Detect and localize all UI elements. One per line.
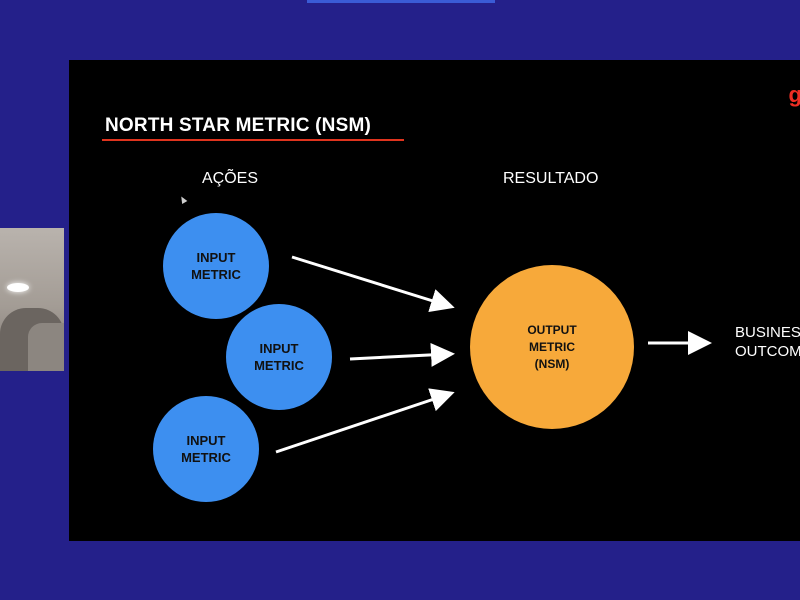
column-label-acoes: AÇÕES: [202, 170, 259, 187]
input-metric-label: INPUT METRIC: [254, 341, 304, 373]
arrow-input-3-to-output: [275, 388, 455, 454]
column-label-resultado: RESULTADO: [503, 170, 599, 187]
top-toolbar-strip: [307, 0, 495, 3]
input-metric-circle: INPUT METRIC: [226, 304, 332, 410]
input-metric-circle: INPUT METRIC: [153, 396, 259, 502]
output-metric-circle: OUTPUT METRIC (NSM): [470, 265, 634, 429]
webcam-shoulder: [28, 323, 64, 371]
title-underline: [102, 139, 404, 141]
business-outcome-label: BUSINES OUTCOM: [735, 324, 800, 360]
input-metric-label: INPUT METRIC: [181, 433, 231, 465]
output-metric-label: OUTPUT METRIC (NSM): [527, 322, 577, 371]
brand-logo: g: [788, 82, 800, 107]
arrows-layer: [275, 255, 712, 454]
input-metric-label: INPUT METRIC: [191, 250, 241, 282]
input-metric-circle: INPUT METRIC: [163, 213, 269, 319]
arrow-input-2-to-output: [349, 342, 455, 367]
presentation-slide: NORTH STAR METRIC (NSM) g AÇÕES RESULTAD…: [69, 60, 800, 541]
webcam-thumbnail[interactable]: [0, 228, 64, 371]
arrow-input-1-to-output: [291, 255, 455, 313]
slide-title: NORTH STAR METRIC (NSM): [105, 115, 371, 136]
webcam-light: [7, 283, 29, 292]
